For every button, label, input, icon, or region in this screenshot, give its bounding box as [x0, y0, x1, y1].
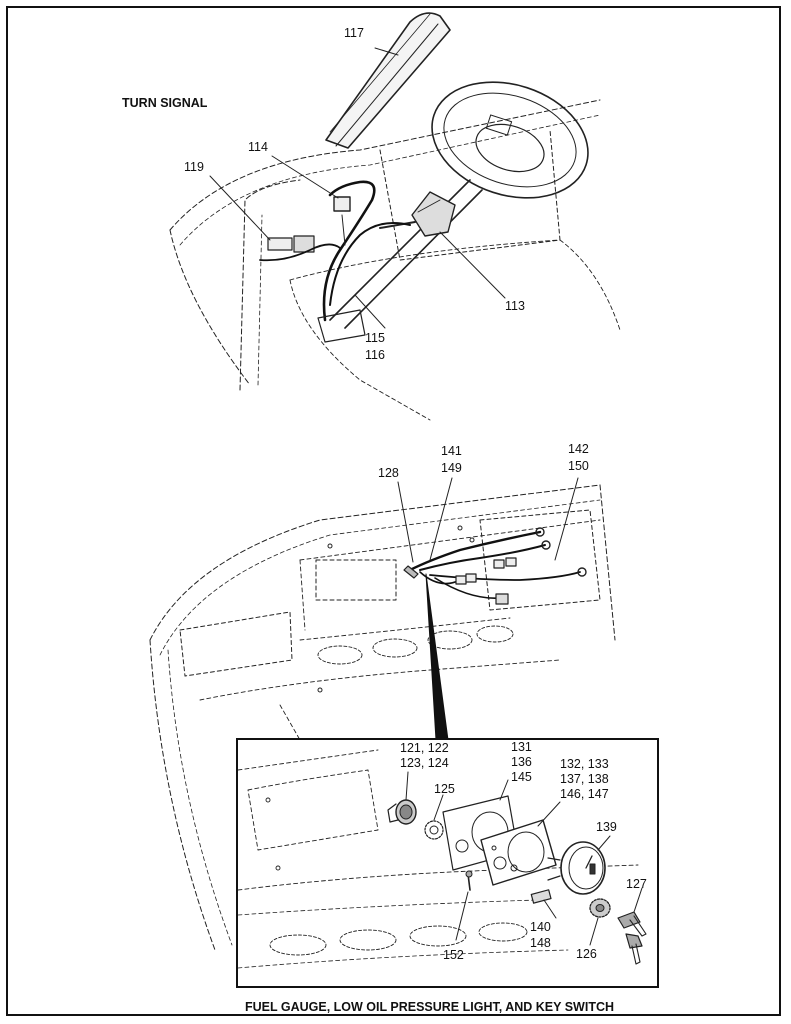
inset-line-art — [238, 749, 647, 969]
callout-137-138: 137, 138 — [560, 772, 609, 786]
figure-caption: FUEL GAUGE, LOW OIL PRESSURE LIGHT, AND … — [245, 1000, 615, 1014]
callout-114: 114 — [248, 140, 268, 154]
callout-119: 119 — [184, 160, 204, 174]
callout-128: 128 — [378, 466, 399, 480]
callout-115: 115 — [365, 331, 385, 345]
callout-116: 116 — [365, 348, 385, 362]
callout-123-124: 123, 124 — [400, 756, 449, 770]
callout-149: 149 — [441, 461, 462, 475]
callout-117: 117 — [344, 26, 364, 40]
callout-140: 140 — [530, 920, 551, 934]
callout-145: 145 — [511, 770, 532, 784]
inset-detail-panel: 121, 122 123, 124 125 131 136 145 132, 1… — [236, 738, 659, 988]
callout-121-122: 121, 122 — [400, 741, 449, 755]
callout-139: 139 — [596, 820, 617, 834]
callout-152: 152 — [443, 948, 464, 962]
turn-signal-illustration — [169, 12, 621, 421]
callout-150: 150 — [568, 459, 589, 473]
callout-136: 136 — [511, 755, 532, 769]
callout-132-133: 132, 133 — [560, 757, 609, 771]
turn-signal-title: TURN SIGNAL — [122, 96, 208, 110]
callout-141: 141 — [441, 444, 462, 458]
callout-148: 148 — [530, 936, 551, 950]
dash-harness-illustration — [149, 477, 616, 951]
callout-142: 142 — [568, 442, 589, 456]
callout-113: 113 — [505, 299, 525, 313]
callout-126: 126 — [576, 947, 597, 961]
callout-146-147: 146, 147 — [560, 787, 609, 801]
callout-125: 125 — [434, 782, 455, 796]
callout-127: 127 — [626, 877, 647, 891]
callout-131: 131 — [511, 740, 532, 754]
